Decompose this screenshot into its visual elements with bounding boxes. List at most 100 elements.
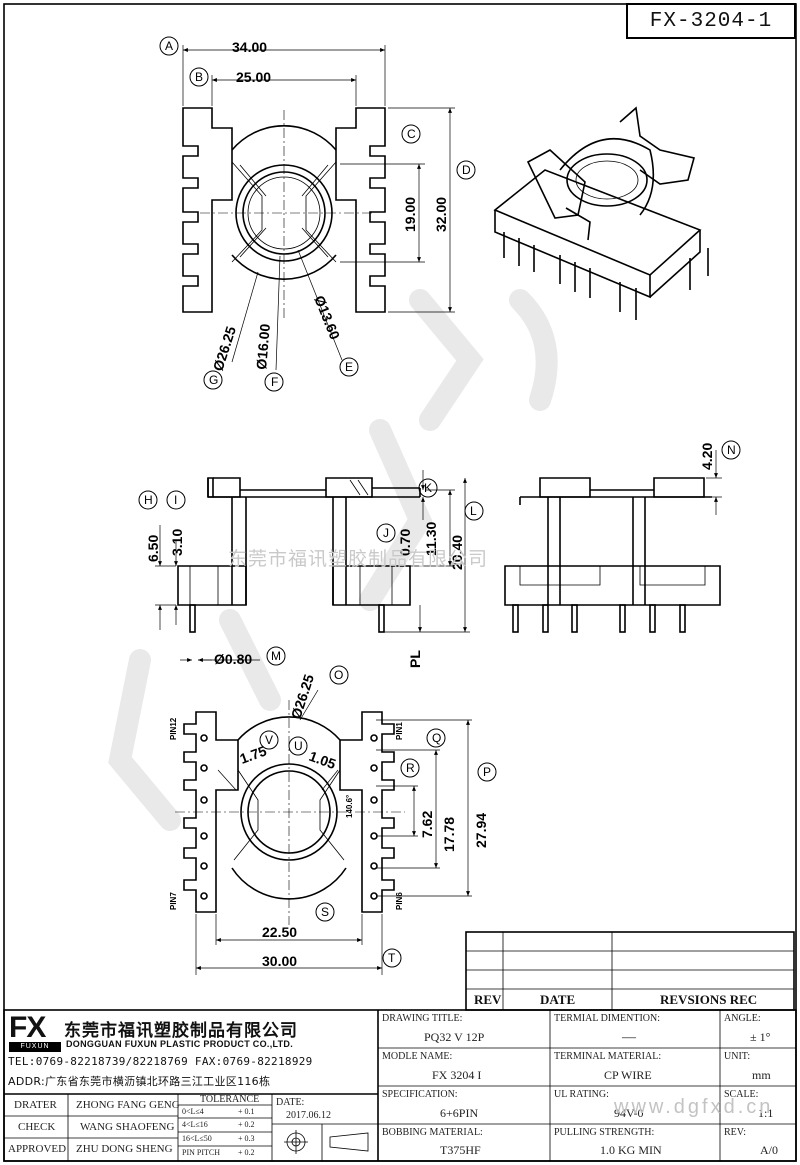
dim-b-text: 25.00 bbox=[236, 69, 271, 85]
bottom-watermark: www.dgfxd.cn bbox=[614, 1096, 774, 1118]
dim-i-text: 3.10 bbox=[169, 529, 185, 556]
company-name-cn: 东莞市福讯塑胶制品有限公司 bbox=[64, 1021, 298, 1041]
name-check: WANG SHAOFENG bbox=[80, 1121, 175, 1133]
pin7-label: PIN7 bbox=[169, 892, 178, 910]
ul-rating-label: UL RATING: bbox=[554, 1089, 609, 1100]
dim-p-text: 27.94 bbox=[473, 813, 489, 848]
role-drater: DRATER bbox=[14, 1099, 57, 1111]
svg-text:S: S bbox=[321, 905, 329, 919]
scale-label: SCALE: bbox=[724, 1089, 759, 1100]
dim-m-text: Ø0.80 bbox=[214, 651, 252, 667]
svg-text:G: G bbox=[209, 373, 218, 387]
dim-u-text: 1.05 bbox=[307, 748, 338, 772]
tol-range-4: PIN PITCH bbox=[182, 1148, 221, 1157]
name-approved: ZHU DONG SHENG bbox=[76, 1143, 173, 1155]
pin6-label: PIN6 bbox=[395, 892, 404, 910]
dim-q-text: 17.78 bbox=[441, 817, 457, 852]
svg-text:E: E bbox=[345, 360, 353, 374]
dim-g-text: Ø26.25 bbox=[210, 324, 239, 373]
side-view bbox=[155, 470, 470, 662]
tol-range-2: 4<L≤16 bbox=[182, 1120, 208, 1129]
unit-label: UNIT: bbox=[724, 1051, 751, 1062]
name-drater: ZHONG FANG GENG bbox=[76, 1099, 180, 1111]
dim-l-text: 20.40 bbox=[449, 535, 465, 570]
angle-text: 140.6° bbox=[345, 795, 354, 818]
dim-j-text: 0.70 bbox=[397, 529, 413, 556]
company-address: ADDR:广东省东莞市横沥镇北环路三江工业区116栋 bbox=[8, 1075, 271, 1088]
svg-text:R: R bbox=[406, 761, 415, 775]
angle-label: ANGLE: bbox=[724, 1013, 761, 1024]
dim-f-text: Ø16.00 bbox=[253, 323, 273, 370]
pin1-label: PIN1 bbox=[395, 722, 404, 740]
rev-header-date: DATE bbox=[540, 992, 576, 1007]
svg-text:D: D bbox=[462, 163, 471, 177]
title-block bbox=[3, 1009, 797, 1162]
svg-text:B: B bbox=[195, 70, 203, 84]
dim-k-text: 11.30 bbox=[423, 522, 439, 556]
svg-text:O: O bbox=[334, 668, 343, 682]
dim-o-text: Ø26.25 bbox=[288, 672, 317, 721]
pulling-strength-value: 1.0 KG MIN bbox=[600, 1143, 662, 1157]
svg-text:C: C bbox=[407, 127, 416, 141]
modle-name-value: FX 3204 I bbox=[432, 1068, 482, 1082]
logo-fx: FX bbox=[9, 1011, 46, 1044]
svg-text:T: T bbox=[388, 951, 396, 965]
date-label: DATE: bbox=[276, 1097, 305, 1108]
isometric-view bbox=[493, 106, 709, 320]
drawing-code: FX-3204-1 bbox=[626, 3, 796, 39]
page-frame bbox=[3, 3, 797, 1162]
modle-name-label: MODLE NAME: bbox=[382, 1051, 453, 1062]
terminal-dimention-label: TERMIAL DIMENTION: bbox=[554, 1013, 661, 1024]
svg-text:Q: Q bbox=[432, 731, 441, 745]
tol-range-3: 16<L≤50 bbox=[182, 1134, 212, 1143]
bobbing-material-value: T375HF bbox=[440, 1143, 481, 1157]
pulling-strength-label: PULLING STRENGTH: bbox=[554, 1127, 655, 1138]
dim-pl-text: PL bbox=[407, 650, 423, 668]
svg-text:V: V bbox=[265, 733, 273, 747]
company-contact: TEL:0769-82218739/82218769 FAX:0769-8221… bbox=[8, 1055, 313, 1068]
company-logo: FX FUXUN bbox=[9, 1011, 61, 1052]
tol-range-1: 0<L≤4 bbox=[182, 1107, 204, 1116]
rev-value: A/0 bbox=[760, 1143, 778, 1157]
rev-header-rev: REV bbox=[474, 992, 502, 1007]
role-approved: APPROVED bbox=[8, 1143, 67, 1155]
terminal-material-label: TERMINAL MATERIAL: bbox=[554, 1051, 662, 1062]
pin12-label: PIN12 bbox=[169, 717, 178, 740]
svg-text:U: U bbox=[294, 739, 303, 753]
svg-text:F: F bbox=[271, 375, 278, 389]
svg-text:A: A bbox=[165, 39, 173, 53]
bobbing-material-label: BOBBING MATERIAL: bbox=[382, 1127, 483, 1138]
tolerance-label: TOLERANCE bbox=[200, 1094, 260, 1105]
dim-a-text: 34.00 bbox=[232, 39, 267, 55]
svg-text:K: K bbox=[424, 481, 432, 495]
svg-text:I: I bbox=[174, 493, 177, 507]
rev-label: REV: bbox=[724, 1127, 747, 1138]
end-view bbox=[504, 450, 722, 633]
tol-value-1: + 0.1 bbox=[238, 1107, 255, 1116]
date-value: 2017.06.12 bbox=[286, 1110, 331, 1121]
dim-t-text: 30.00 bbox=[262, 953, 297, 969]
dim-s-text: 22.50 bbox=[262, 924, 297, 940]
tol-value-2: + 0.2 bbox=[238, 1120, 255, 1129]
company-name-en: DONGGUAN FUXUN PLASTIC PRODUCT CO.,LTD. bbox=[66, 1039, 294, 1049]
callout-circles bbox=[138, 36, 741, 968]
dim-19-text: 19.00 bbox=[402, 197, 418, 232]
top-view bbox=[182, 45, 455, 371]
ul-rating-value: 94V-0 bbox=[614, 1106, 644, 1120]
dim-n-text: 4.20 bbox=[699, 443, 715, 470]
center-watermark: 东莞市福讯塑胶制品有限公司 bbox=[228, 548, 489, 570]
unit-value: mm bbox=[752, 1068, 771, 1082]
specification-label: SPECIFICATION: bbox=[382, 1089, 458, 1100]
rev-header-rec: REVSIONS REC bbox=[660, 992, 758, 1007]
callout-letters: A B C D E F G H I J K L M N O P Q R S T … bbox=[144, 39, 736, 965]
dim-h-text: 6.50 bbox=[145, 535, 161, 562]
logo-sub: FUXUN bbox=[9, 1042, 61, 1052]
angle-value: ± 1° bbox=[750, 1030, 771, 1044]
terminal-material-value: CP WIRE bbox=[604, 1068, 652, 1082]
dim-32-text: 32.00 bbox=[433, 197, 449, 232]
role-check: CHECK bbox=[18, 1121, 56, 1133]
scale-value: 1:1 bbox=[758, 1106, 774, 1120]
svg-text:N: N bbox=[727, 443, 736, 457]
svg-text:J: J bbox=[383, 526, 389, 540]
